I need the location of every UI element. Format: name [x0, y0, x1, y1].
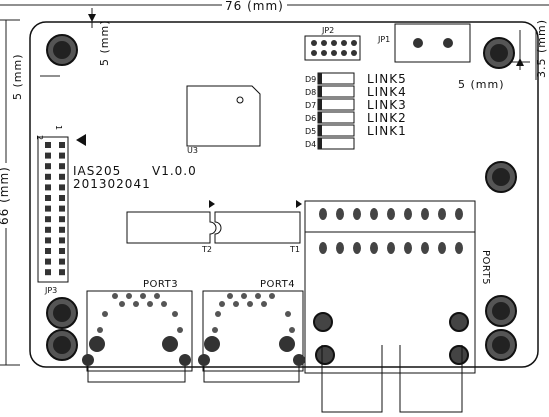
jp3-pin — [59, 248, 65, 254]
u3-label: U3 — [187, 146, 198, 155]
hole-right-dimension-label: 5 (mm) — [458, 78, 505, 91]
led-array — [317, 72, 355, 150]
jp3-pin — [45, 205, 51, 212]
hole-y-dimension-label: 5 (mm) — [98, 19, 111, 66]
port5-pin — [370, 208, 378, 220]
jp3-pin2-label: 2 — [35, 135, 44, 141]
port5-pin — [319, 208, 327, 220]
jp3-pin — [45, 248, 51, 254]
jp3-pin1-label: 1 — [54, 125, 63, 131]
jp2-header — [304, 35, 361, 61]
port5-pin — [421, 242, 429, 254]
port5-pin — [455, 208, 463, 220]
port5-pin — [353, 208, 361, 220]
port5-pin — [387, 242, 395, 254]
led-ref-d5: D5 — [305, 127, 317, 136]
board-version: V1.0.0 — [152, 164, 197, 178]
port5-pin — [353, 242, 361, 254]
jp3-pin — [45, 173, 51, 180]
jp3-pin — [45, 163, 51, 170]
link5-label: LINK5 — [367, 72, 407, 86]
port5-pin — [319, 242, 327, 254]
t2-label: T2 — [202, 245, 212, 254]
mounting-holes — [46, 34, 517, 361]
led-ref-d9: D9 — [305, 75, 317, 84]
link4-label: LINK4 — [367, 85, 407, 99]
jp3-pin — [59, 237, 65, 244]
led-ref-d8: D8 — [305, 88, 317, 97]
jp3-pin — [59, 258, 65, 265]
port3-connector — [82, 290, 193, 383]
width-dimension-label: 76 (mm) — [222, 0, 287, 12]
jp3-pin — [59, 184, 65, 191]
link2-label: LINK2 — [367, 111, 407, 125]
jp3-label: JP3 — [45, 286, 58, 295]
u3-chip — [186, 85, 261, 147]
led-ref-d6: D6 — [305, 114, 317, 123]
transformers — [126, 211, 301, 244]
board-name: IAS205 — [73, 164, 122, 178]
port5-pin — [421, 208, 429, 220]
pcb-outline — [29, 21, 539, 368]
jp3-pin — [45, 269, 51, 276]
jp3-pin — [45, 226, 51, 233]
jp1-label: JP1 — [378, 35, 391, 44]
jp3-pin — [45, 258, 51, 265]
led-ref-d7: D7 — [305, 101, 317, 110]
port5-connector — [304, 200, 476, 413]
port5-pin — [438, 208, 446, 220]
port4-connector — [198, 290, 305, 383]
jp3-pin — [59, 142, 65, 148]
link3-label: LINK3 — [367, 98, 407, 112]
jp3-pin — [59, 195, 65, 201]
jp3-pin — [45, 216, 51, 223]
hole-right-top-dimension-label: 3.5 (mm) — [535, 18, 548, 78]
jp3-pin — [45, 237, 51, 244]
jp3-pin — [45, 195, 51, 201]
jp3-pin — [59, 205, 65, 212]
jp3-pin — [45, 184, 51, 191]
port5-pin — [336, 242, 344, 254]
led-ref-d4: D4 — [305, 140, 317, 149]
jp3-pin — [45, 142, 51, 148]
jp2-label: JP2 — [322, 26, 335, 35]
t1-label: T1 — [290, 245, 300, 254]
port5-pin — [370, 242, 378, 254]
jp3-pin — [59, 269, 65, 276]
jp3-pin — [59, 216, 65, 223]
port5-pin — [404, 242, 412, 254]
port3-label: PORT3 — [143, 279, 179, 290]
jp3-header — [37, 134, 86, 283]
port5-pin — [455, 242, 463, 254]
jp3-pin — [59, 226, 65, 233]
board-date-code: 201302041 — [73, 177, 151, 191]
jp3-pin — [59, 163, 65, 170]
port5-pin — [336, 208, 344, 220]
jp3-pin — [59, 152, 65, 159]
height-dimension-label: 66 (mm) — [0, 163, 11, 228]
port4-label: PORT4 — [260, 279, 296, 290]
port5-pin — [438, 242, 446, 254]
hole-left-margin-label: 5 (mm) — [11, 53, 24, 100]
port5-pin — [404, 208, 412, 220]
jp3-pin — [59, 173, 65, 180]
port5-pin — [387, 208, 395, 220]
jp3-pin — [45, 152, 51, 159]
jp1-connector — [394, 23, 471, 63]
port5-label: PORT5 — [480, 250, 491, 286]
link1-label: LINK1 — [367, 124, 407, 138]
